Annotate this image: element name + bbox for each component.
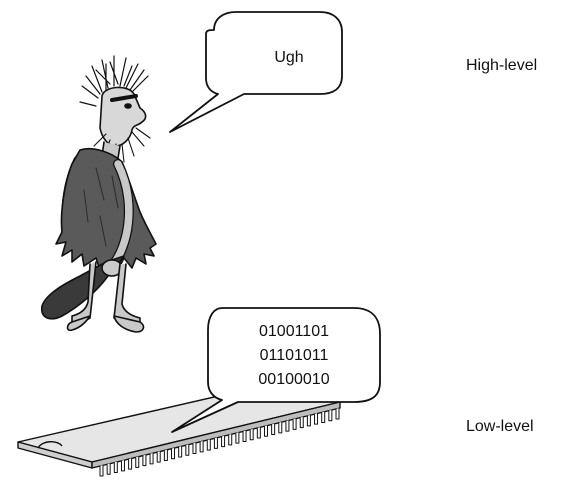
chip-binary-line-3: 00100010 xyxy=(258,371,329,388)
chip-pin xyxy=(178,446,183,458)
chip-pin xyxy=(113,461,118,474)
chip-pin xyxy=(199,440,204,453)
chip-pin xyxy=(285,420,290,432)
chip-pin xyxy=(306,414,311,427)
chip-pin xyxy=(142,454,147,467)
chip-pin xyxy=(156,451,161,463)
high-level-label: High-level xyxy=(466,57,537,74)
chip-pin xyxy=(128,458,133,470)
chip-binary-line-1: 01001101 xyxy=(259,323,329,340)
chip-pin xyxy=(213,437,218,449)
chip-pin xyxy=(321,411,326,423)
chip-pin xyxy=(171,447,176,460)
caveman-hair xyxy=(79,55,149,107)
chip-pin xyxy=(263,425,268,437)
chip-pins xyxy=(99,408,340,477)
chip-pin xyxy=(314,413,319,425)
chip-pin xyxy=(228,433,233,446)
chip-pin xyxy=(335,408,340,420)
chip-pin xyxy=(242,430,247,442)
chip-pin xyxy=(299,416,304,429)
chip-pin xyxy=(256,427,261,439)
chip-pin xyxy=(163,449,168,461)
chip-pin xyxy=(99,465,104,477)
chip-pin xyxy=(206,439,211,451)
caveman-illustration xyxy=(40,55,157,333)
caveman-left-foot xyxy=(66,315,91,332)
chip-pin xyxy=(292,418,297,430)
caveman-tunic xyxy=(55,147,157,271)
chip-pin xyxy=(135,456,140,468)
chip-pin xyxy=(221,435,226,448)
caveman-right-foot xyxy=(113,315,145,333)
chip-pin xyxy=(185,444,190,456)
chip-pin xyxy=(149,452,154,465)
chip-pin xyxy=(328,409,333,422)
caveman-speech-bubble: Ugh xyxy=(169,11,343,133)
chip-pin xyxy=(192,442,197,455)
caveman-brow xyxy=(110,94,138,102)
chip-speech-bubble: 01001101 01101011 00100010 xyxy=(171,307,381,433)
chip-pin xyxy=(278,421,283,434)
caveman-speech-text: Ugh xyxy=(274,49,303,66)
chip-notch xyxy=(37,441,63,449)
chip-binary-line-2: 01101011 xyxy=(260,347,329,364)
chip-pin xyxy=(106,463,111,475)
microchip-illustration xyxy=(17,385,341,477)
chip-pin xyxy=(235,432,240,444)
chip-pin xyxy=(249,428,254,441)
low-level-label: Low-level xyxy=(466,418,534,435)
chip-pin xyxy=(120,459,125,472)
chip-pin xyxy=(271,423,276,436)
